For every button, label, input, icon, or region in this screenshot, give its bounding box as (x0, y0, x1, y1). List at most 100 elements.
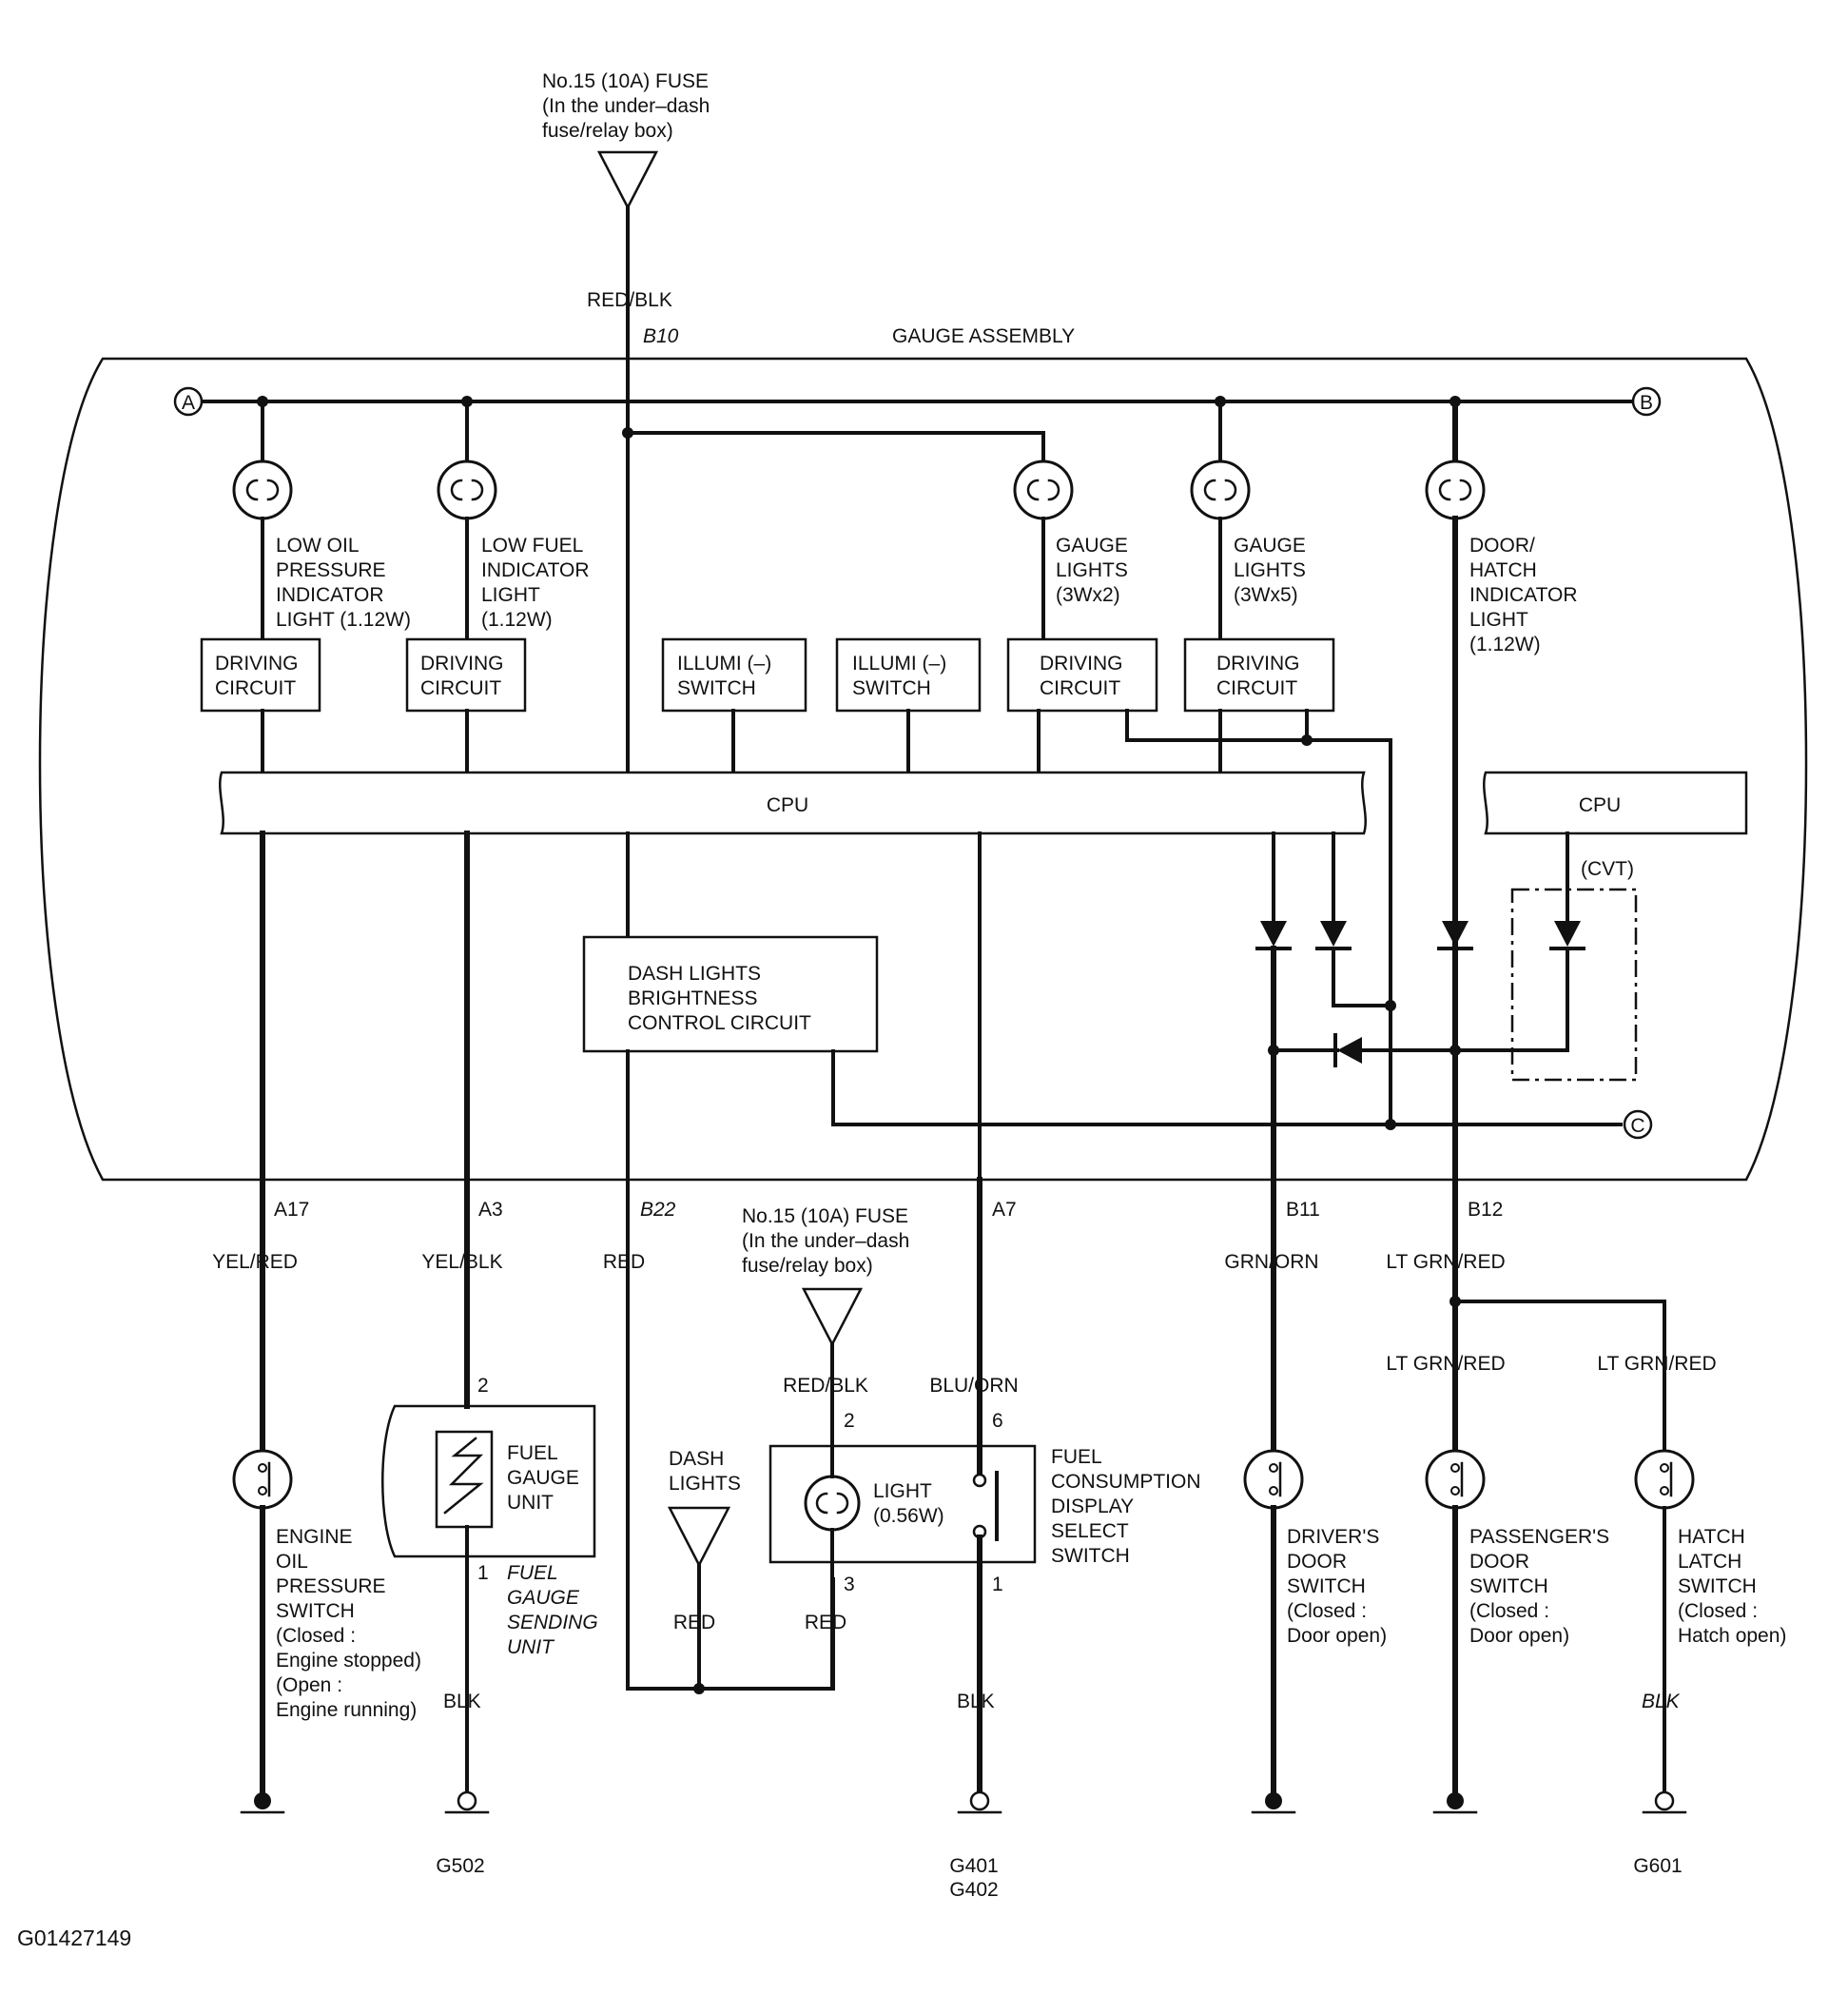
svg-text:FUEL: FUEL (507, 1442, 558, 1464)
svg-text:YEL/BLK: YEL/BLK (421, 1251, 502, 1273)
svg-text:(0.56W): (0.56W) (873, 1505, 944, 1527)
svg-text:DISPLAY: DISPLAY (1051, 1496, 1134, 1517)
svg-text:(1.12W): (1.12W) (481, 609, 553, 631)
hatch-latch-label: HATCH LATCH SWITCH (Closed : Hatch open) (1678, 1526, 1786, 1647)
svg-text:BRIGHTNESS: BRIGHTNESS (628, 987, 758, 1009)
svg-text:RED: RED (805, 1612, 846, 1633)
svg-text:fuse/relay box): fuse/relay box) (742, 1255, 873, 1277)
svg-text:LT GRN/RED: LT GRN/RED (1386, 1353, 1505, 1375)
svg-text:Engine running): Engine running) (276, 1699, 417, 1721)
svg-text:INDICATOR: INDICATOR (481, 559, 590, 581)
svg-text:DASH: DASH (669, 1448, 724, 1470)
svg-text:BLK: BLK (1642, 1691, 1681, 1712)
svg-text:CPU: CPU (767, 794, 808, 816)
svg-text:UNIT: UNIT (507, 1492, 554, 1514)
svg-text:(Closed :: (Closed : (1469, 1600, 1549, 1622)
svg-text:(3Wx2): (3Wx2) (1056, 584, 1120, 606)
svg-text:LT GRN/RED: LT GRN/RED (1386, 1251, 1505, 1273)
svg-text:(Closed :: (Closed : (1678, 1600, 1758, 1622)
driving-circuit-1 (200, 637, 321, 713)
svg-text:PASSENGER'S: PASSENGER'S (1469, 1526, 1609, 1548)
cpu-right (1483, 771, 1748, 835)
svg-text:No.15 (10A) FUSE: No.15 (10A) FUSE (742, 1205, 908, 1227)
ground-g401: G401 (949, 1855, 998, 1877)
fuel-gauge-unit-label: FUEL GAUGE UNIT (507, 1442, 579, 1514)
svg-text:CIRCUIT: CIRCUIT (1040, 677, 1120, 699)
low-oil-lamp (232, 460, 293, 520)
svg-text:SENDING: SENDING (507, 1612, 598, 1633)
svg-text:PRESSURE: PRESSURE (276, 1575, 386, 1597)
svg-text:CIRCUIT: CIRCUIT (420, 677, 501, 699)
svg-text:Engine stopped): Engine stopped) (276, 1650, 421, 1672)
svg-text:CPU: CPU (1579, 794, 1621, 816)
driving-circuit-3 (1006, 637, 1158, 713)
svg-text:DASH LIGHTS: DASH LIGHTS (628, 963, 761, 985)
diode-group (1255, 831, 1585, 1183)
svg-text:(3Wx5): (3Wx5) (1234, 584, 1298, 606)
hatch-latch-switch (1634, 1449, 1695, 1510)
svg-text:SWITCH: SWITCH (852, 677, 931, 699)
connector-a (173, 386, 204, 417)
ground-g601: G601 (1633, 1855, 1682, 1877)
driving-circuit-4 (1183, 637, 1335, 713)
svg-text:B: B (1640, 392, 1653, 414)
fuse-bottom: No.15 (10A) FUSE (In the under–dash fuse… (742, 1205, 909, 1347)
drivers-door-switch (1243, 1449, 1304, 1510)
svg-text:DOOR/: DOOR/ (1469, 535, 1535, 557)
drivers-door-label: DRIVER'S DOOR SWITCH (Closed : Door open… (1287, 1526, 1387, 1647)
svg-text:LIGHT (1.12W): LIGHT (1.12W) (276, 609, 411, 631)
svg-text:HATCH: HATCH (1469, 559, 1537, 581)
engine-oil-switch-label: ENGINE OIL PRESSURE SWITCH (Closed : Eng… (276, 1526, 421, 1721)
svg-text:(Open :: (Open : (276, 1674, 342, 1696)
ground-g502: G502 (436, 1855, 484, 1877)
svg-text:(In the under–dash: (In the under–dash (742, 1230, 909, 1252)
dash-lights-label: DASH LIGHTS (669, 1448, 741, 1495)
svg-text:CONTROL CIRCUIT: CONTROL CIRCUIT (628, 1012, 811, 1034)
svg-text:SWITCH: SWITCH (1051, 1545, 1130, 1567)
svg-text:2: 2 (477, 1375, 489, 1397)
terminal-b10: B10 (643, 325, 679, 347)
figure-id: G01427149 (17, 1926, 131, 1950)
svg-text:DRIVING: DRIVING (1040, 653, 1123, 675)
svg-text:DOOR: DOOR (1469, 1551, 1529, 1573)
cvt-region (1510, 888, 1638, 1082)
light-056w (804, 1475, 861, 1532)
low-oil-label: LOW OIL PRESSURE INDICATOR LIGHT (1.12W) (276, 535, 411, 631)
svg-text:HATCH: HATCH (1678, 1526, 1745, 1548)
svg-text:LOW OIL: LOW OIL (276, 535, 360, 557)
svg-text:No.15 (10A) FUSE: No.15 (10A) FUSE (542, 70, 709, 92)
svg-text:PRESSURE: PRESSURE (276, 559, 386, 581)
svg-text:SWITCH: SWITCH (276, 1600, 355, 1622)
svg-text:DRIVING: DRIVING (420, 653, 504, 675)
svg-text:RED/BLK: RED/BLK (783, 1375, 868, 1397)
svg-text:GAUGE: GAUGE (1234, 535, 1306, 557)
gauge-lights-5-lamp (1190, 460, 1251, 520)
svg-text:DRIVER'S: DRIVER'S (1287, 1526, 1379, 1548)
svg-text:LIGHTS: LIGHTS (669, 1473, 741, 1495)
svg-text:YEL/RED: YEL/RED (212, 1251, 298, 1273)
svg-text:INDICATOR: INDICATOR (276, 584, 384, 606)
svg-text:(Closed :: (Closed : (1287, 1600, 1367, 1622)
illumi-switch-2 (835, 637, 982, 713)
svg-text:SWITCH: SWITCH (1469, 1575, 1548, 1597)
fuse-top: No.15 (10A) FUSE (In the under–dash fuse… (542, 70, 710, 210)
svg-text:BLK: BLK (957, 1691, 995, 1712)
svg-text:ENGINE: ENGINE (276, 1526, 353, 1548)
gauge-assembly-outline (38, 357, 1808, 1182)
svg-text:SWITCH: SWITCH (1678, 1575, 1757, 1597)
engine-oil-pressure-switch (232, 1449, 293, 1510)
svg-text:(1.12W): (1.12W) (1469, 634, 1541, 655)
door-hatch-lamp (1425, 460, 1486, 520)
svg-text:LOW FUEL: LOW FUEL (481, 535, 583, 557)
svg-text:Door open): Door open) (1469, 1625, 1569, 1647)
svg-text:CONSUMPTION: CONSUMPTION (1051, 1471, 1201, 1493)
svg-text:SELECT: SELECT (1051, 1520, 1129, 1542)
wire-red-blk-top: RED/BLK (587, 289, 672, 311)
ground-g402: G402 (949, 1879, 998, 1901)
svg-text:A: A (182, 392, 195, 414)
svg-text:ILLUMI (–): ILLUMI (–) (677, 653, 771, 675)
svg-text:(Closed :: (Closed : (276, 1625, 356, 1647)
passengers-door-switch (1425, 1449, 1486, 1510)
svg-text:C: C (1630, 1115, 1644, 1137)
svg-text:ILLUMI (–): ILLUMI (–) (852, 653, 946, 675)
